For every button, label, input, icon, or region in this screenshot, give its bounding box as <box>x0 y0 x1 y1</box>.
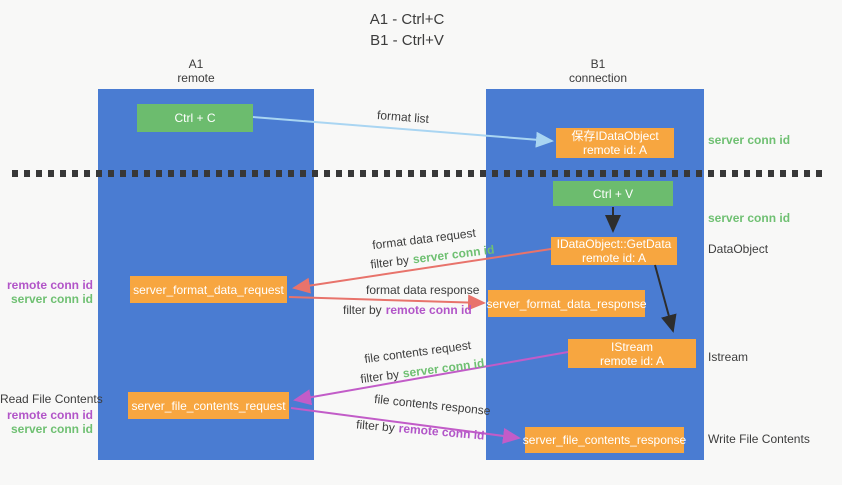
node-server-file-contents-request: server_file_contents_request <box>128 392 289 419</box>
lane-b1-role: connection <box>568 71 628 85</box>
node-ctrl-v: Ctrl + V <box>553 181 673 206</box>
title-line-b1: B1 - Ctrl+V <box>370 32 444 49</box>
filter-by-text: filter by <box>355 417 396 435</box>
node-istream-line1: IStream <box>610 339 653 354</box>
left-label-server-conn-id-bottom: server conn id <box>10 422 93 436</box>
left-label-read-file-contents: Read File Contents <box>0 392 103 406</box>
server-conn-id-text: server conn id <box>411 242 496 267</box>
title-line-a1: A1 - Ctrl+C <box>369 11 445 28</box>
node-file-request-label: server_file_contents_request <box>131 398 286 413</box>
node-save-idataobject-line2: remote id: A <box>582 143 648 157</box>
node-istream-line2: remote id: A <box>599 353 665 368</box>
node-istream: IStream remote id: A <box>568 339 696 368</box>
node-server-format-data-request: server_format_data_request <box>130 276 287 303</box>
node-idataobject-getdata: IDataObject::GetData remote id: A <box>551 237 677 265</box>
right-label-server-conn-id-mid: server conn id <box>708 211 791 225</box>
node-server-file-contents-response: server_file_contents_response <box>522 427 687 453</box>
dotted-divider-line <box>12 170 826 177</box>
left-label-server-conn-id-top: server conn id <box>10 292 93 306</box>
right-label-dataobject: DataObject <box>708 242 769 256</box>
diagram-title: A1 - Ctrl+C B1 - Ctrl+V <box>317 9 497 51</box>
edge-label-format-list: format list <box>376 107 430 127</box>
node-server-format-data-response: server_format_data_response <box>486 290 647 317</box>
left-label-remote-conn-id-top: remote conn id <box>6 278 93 292</box>
filter-by-text: filter by <box>359 367 400 387</box>
lane-header-a1: A1 remote <box>136 57 256 85</box>
lane-header-b1: B1 connection <box>534 57 662 85</box>
lane-a1-role: remote <box>177 71 215 85</box>
remote-conn-id-text: remote conn id <box>385 303 472 317</box>
node-ctrl-c: Ctrl + C <box>137 104 253 132</box>
right-label-write-file-contents: Write File Contents <box>708 432 810 446</box>
node-save-idataobject: 保存IDataObject remote id: A <box>556 128 674 158</box>
remote-conn-id-text: remote conn id <box>398 421 486 443</box>
filter-by-text: filter by <box>343 303 382 317</box>
filter-by-text: filter by <box>369 252 410 272</box>
node-save-idataobject-line1: 保存IDataObject <box>571 129 659 143</box>
node-getdata-line2: remote id: A <box>581 251 647 265</box>
right-label-istream: Istream <box>708 350 749 364</box>
right-label-server-conn-id-top: server conn id <box>708 133 791 147</box>
node-format-response-label: server_format_data_response <box>486 296 647 311</box>
server-conn-id-text: server conn id <box>401 355 486 381</box>
node-format-request-label: server_format_data_request <box>133 282 284 297</box>
node-ctrl-c-label: Ctrl + C <box>174 111 216 125</box>
edge-label-file-contents-response: file contents response <box>373 391 492 419</box>
node-file-response-label: server_file_contents_response <box>522 433 687 447</box>
lane-a1-name: A1 <box>188 57 204 71</box>
lane-b1-name: B1 <box>590 57 606 71</box>
left-label-remote-conn-id-bottom: remote conn id <box>6 408 93 422</box>
node-ctrl-v-label: Ctrl + V <box>592 186 634 201</box>
node-getdata-line1: IDataObject::GetData <box>556 237 672 251</box>
edge-label-format-data-response: format data response <box>366 283 480 297</box>
